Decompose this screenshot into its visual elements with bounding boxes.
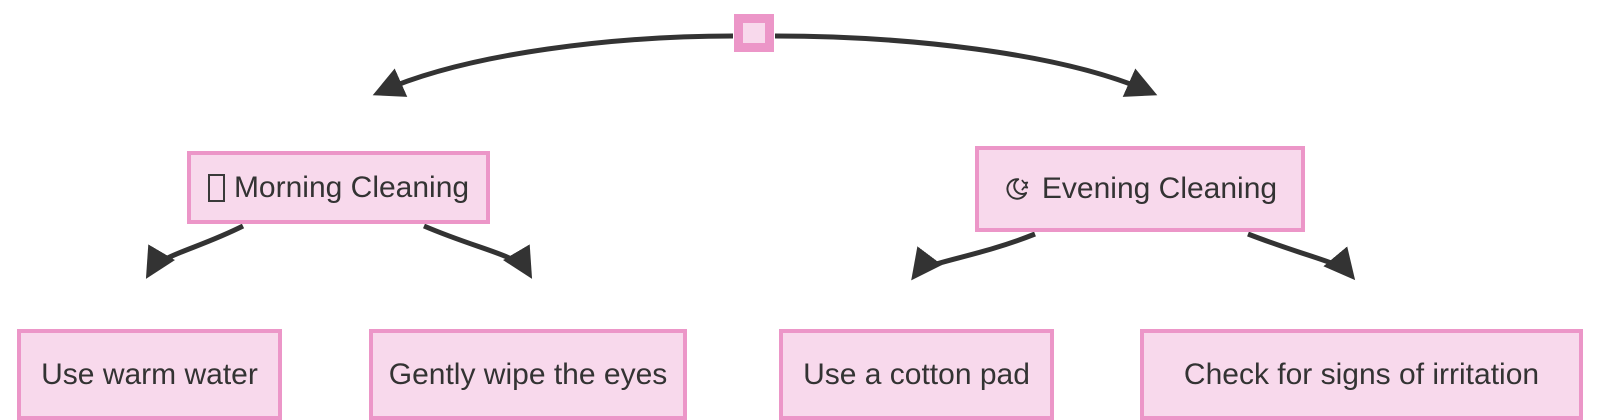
node-use-a-cotton-pad-label: Use a cotton pad	[803, 357, 1030, 391]
node-use-warm-water-label: Use warm water	[41, 357, 258, 391]
node-use-warm-water[interactable]: Use warm water	[17, 329, 282, 420]
edge-morning-to-leaf1	[145, 223, 245, 279]
node-evening-cleaning[interactable]: Evening Cleaning	[975, 146, 1305, 232]
node-use-a-cotton-pad[interactable]: Use a cotton pad	[779, 329, 1054, 420]
node-gently-wipe-the-eyes[interactable]: Gently wipe the eyes	[369, 329, 687, 420]
edge-morning-to-leaf2	[423, 223, 533, 279]
node-morning-cleaning-label: Morning Cleaning	[233, 170, 470, 204]
node-morning-cleaning-content: Morning Cleaning	[190, 170, 487, 204]
edge-evening-to-leaf3	[911, 231, 1036, 281]
edge-evening-to-leaf4	[1247, 231, 1356, 281]
node-check-for-signs-of-irritation-label: Check for signs of irritation	[1183, 357, 1540, 391]
node-morning-cleaning[interactable]: Morning Cleaning	[187, 151, 490, 224]
edge-root-to-morning	[372, 33, 734, 97]
node-root[interactable]	[734, 14, 774, 52]
missing-glyph-box-icon	[207, 173, 225, 202]
node-evening-cleaning-content: Evening Cleaning	[985, 174, 1295, 204]
edge-root-to-evening	[774, 33, 1158, 97]
node-gently-wipe-the-eyes-label: Gently wipe the eyes	[388, 357, 668, 391]
node-evening-cleaning-label: Evening Cleaning	[1041, 172, 1278, 205]
crescent-moon-icon	[1003, 174, 1033, 204]
node-check-for-signs-of-irritation[interactable]: Check for signs of irritation	[1140, 329, 1583, 420]
